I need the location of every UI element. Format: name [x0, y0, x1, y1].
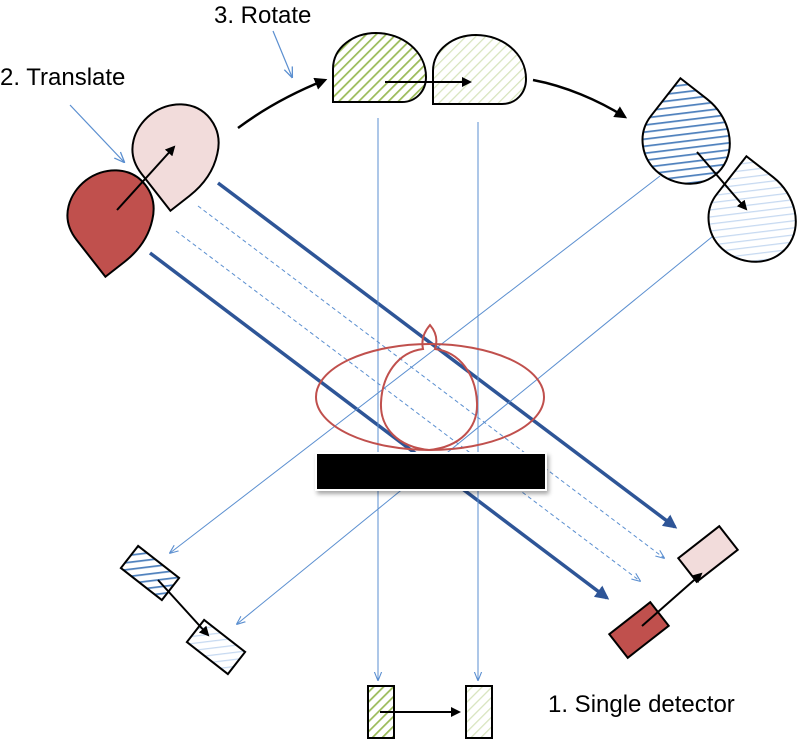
rotate-label: 3. Rotate [214, 2, 311, 29]
source-blue [641, 76, 731, 185]
patient-table [315, 452, 547, 491]
rotate-arrow-icon [237, 77, 328, 130]
x-ray-source-icon [66, 169, 155, 279]
x-ray-source-icon [332, 31, 428, 103]
beam-dashed-1 [197, 205, 664, 558]
rotate-label-pointer [272, 30, 292, 77]
source-pink [131, 103, 220, 213]
x-ray-source-icon [641, 76, 731, 185]
source-red [66, 169, 155, 279]
beam-diagonal-1 [170, 175, 661, 553]
shift-arrow-icon [696, 151, 748, 211]
detector-icon [185, 618, 247, 676]
detector-green-light [465, 685, 493, 739]
detector-icon [119, 544, 181, 602]
beam-diagonal-2 [237, 231, 719, 624]
beam-1 [216, 181, 678, 529]
detector-arrow-icon [641, 572, 703, 627]
translate-arrow-icon [116, 145, 176, 211]
x-ray-source-icon [707, 154, 797, 263]
detector-pink [676, 524, 740, 584]
phantom [315, 323, 545, 452]
rotate-beams [170, 118, 719, 680]
detector-icon [676, 524, 740, 584]
source-green-light [432, 33, 528, 105]
detector-blue-light [185, 618, 247, 676]
detector-arrow-icon [157, 579, 210, 637]
rotate-arrow-icon [532, 78, 628, 119]
translate-beams [148, 181, 678, 600]
source-green [332, 31, 428, 103]
source-blue-light [707, 154, 797, 263]
detector-label: 1. Single detector [548, 691, 735, 718]
translate-label-pointer [69, 104, 124, 162]
x-ray-source-icon [131, 103, 220, 213]
beam-dashed-2 [175, 230, 640, 581]
x-ray-source-icon [432, 33, 528, 105]
phantom-head [379, 323, 479, 452]
phantom-body [315, 343, 545, 451]
translate-label: 2. Translate [0, 64, 125, 91]
detector-blue [119, 544, 181, 602]
